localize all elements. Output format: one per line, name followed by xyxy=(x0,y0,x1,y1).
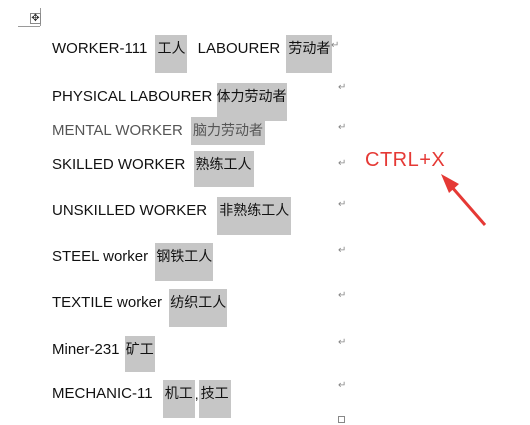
english-term: STEEL worker xyxy=(52,248,149,265)
document-line: MECHANIC-11 机工,技工 xyxy=(52,380,231,418)
english-term: LABOURER xyxy=(197,40,281,57)
paragraph-mark: ↵ xyxy=(338,337,347,348)
paragraph-mark: ↵ xyxy=(338,380,347,391)
document-line: STEEL worker 钢铁工人 xyxy=(52,243,214,281)
chinese-term-selected[interactable]: 工人 xyxy=(155,35,188,73)
english-term: MECHANIC-11 xyxy=(52,385,153,402)
document-line: PHYSICAL LABOURER 体力劳动者 xyxy=(52,83,287,121)
document-line: MENTAL WORKER 脑力劳动者 xyxy=(52,117,266,145)
chinese-term-selected[interactable]: 脑力劳动者 xyxy=(191,117,266,145)
chinese-term-selected[interactable]: 熟练工人 xyxy=(193,151,254,187)
shortcut-annotation: CTRL+X xyxy=(365,149,446,171)
english-term: MENTAL WORKER xyxy=(52,122,183,139)
paragraph-mark: ↵ xyxy=(338,158,347,169)
paragraph-mark: ↵ xyxy=(338,122,347,133)
document-line: SKILLED WORKER 熟练工人 xyxy=(52,151,254,187)
paragraph-mark: ↵ xyxy=(338,82,347,93)
document-line: Miner-231 矿工 xyxy=(52,336,155,372)
english-term: UNSKILLED WORKER xyxy=(52,202,208,219)
chinese-term-selected[interactable]: 技工 xyxy=(198,380,231,418)
paragraph-mark: ↵ xyxy=(331,40,340,51)
chinese-term-selected[interactable]: 纺织工人 xyxy=(169,289,228,327)
paragraph-mark: ↵ xyxy=(338,245,347,256)
page-corner-mark xyxy=(18,26,40,27)
english-term: Miner-231 xyxy=(52,341,120,358)
chinese-term-selected[interactable]: 非熟练工人 xyxy=(217,197,292,235)
chinese-term-selected[interactable]: 机工 xyxy=(162,380,195,418)
move-handle-icon[interactable]: ✥ xyxy=(30,13,41,24)
document-line: WORKER-111 工人 LABOURER 劳动者 xyxy=(52,35,333,73)
chinese-term-selected[interactable]: 矿工 xyxy=(124,336,155,372)
document-line: TEXTILE worker 纺织工人 xyxy=(52,289,228,327)
separator: , xyxy=(194,386,199,402)
english-term: TEXTILE worker xyxy=(52,294,163,311)
english-term: SKILLED WORKER xyxy=(52,156,186,173)
english-term: PHYSICAL LABOURER xyxy=(52,88,213,105)
document-line: UNSKILLED WORKER 非熟练工人 xyxy=(52,197,292,235)
chinese-term-selected[interactable]: 钢铁工人 xyxy=(155,243,214,281)
english-term: WORKER-111 xyxy=(52,40,148,57)
chinese-term-selected[interactable]: 劳动者 xyxy=(286,35,333,73)
paragraph-mark: ↵ xyxy=(338,290,347,301)
paragraph-mark: ↵ xyxy=(338,199,347,210)
end-of-cell-marker xyxy=(338,416,345,423)
chinese-term-selected[interactable]: 体力劳动者 xyxy=(216,83,287,121)
